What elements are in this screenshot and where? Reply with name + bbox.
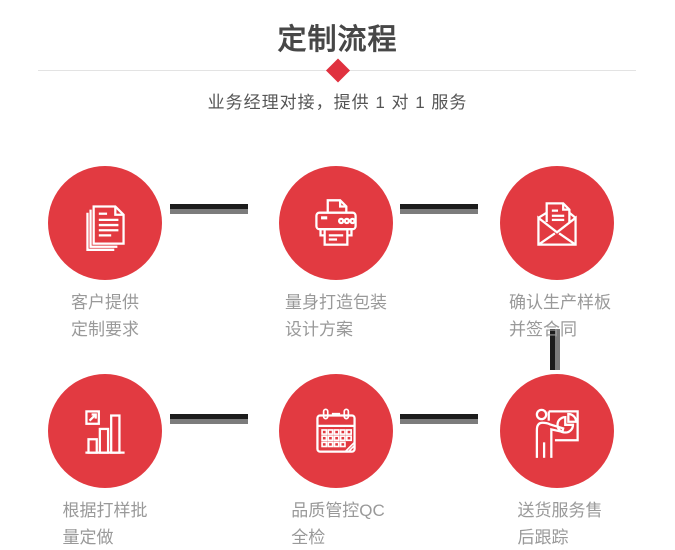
printer-icon [315,199,357,246]
step-label-line1: 品质管控QC [291,501,385,520]
step-circle-delivery-aftersales [500,374,614,488]
step-label-line1: 送货服务售 [517,501,603,520]
step-circle-packaging-design [279,166,393,280]
open-envelope-letter-icon [537,202,577,246]
step-label-packaging-design: 量身打造包装 设计方案 [285,289,387,343]
step-label-qc-inspection: 品质管控QC 全检 [291,497,385,550]
step-label-line1: 客户提供 [71,293,139,312]
page-subtitle: 业务经理对接，提供 1 对 1 服务 [207,93,468,112]
step-circle-confirm-sample-contract [500,166,614,280]
step-label-line2: 量定做 [62,528,114,547]
growth-bar-chart-icon [85,410,125,454]
calendar-icon [316,408,356,453]
step-label-line2: 后跟踪 [517,528,569,547]
stacked-documents-icon [86,205,125,251]
connector-step1-step2 [170,204,248,214]
step-circle-qc-inspection [279,374,393,488]
connector-step2-step3 [400,204,478,214]
step-label-line2: 并签合同 [509,320,577,339]
diamond-icon [325,58,350,83]
step-circle-batch-production [48,374,162,488]
connector-step3-step6 [550,329,560,370]
step-label-line2: 全检 [291,528,326,547]
step-label-line2: 设计方案 [285,320,353,339]
step-label-line2: 定制要求 [71,320,139,339]
step-circle-customer-requirements [48,166,162,280]
step-label-line1: 确认生产样板 [509,293,611,312]
step-label-delivery-aftersales: 送货服务售 后跟踪 [518,497,603,550]
step-label-line1: 量身打造包装 [285,293,387,312]
step-label-line1: 根据打样批 [62,501,148,520]
connector-step5-step6 [400,414,478,424]
step-label-batch-production: 根据打样批 量定做 [63,497,148,550]
step-label-confirm-sample-contract: 确认生产样板 并签合同 [509,289,611,343]
page-title: 定制流程 [277,24,398,56]
presentation-pie-chart-icon [535,408,579,458]
connector-step4-step5 [170,414,248,424]
step-label-customer-requirements: 客户提供 定制要求 [71,289,139,343]
